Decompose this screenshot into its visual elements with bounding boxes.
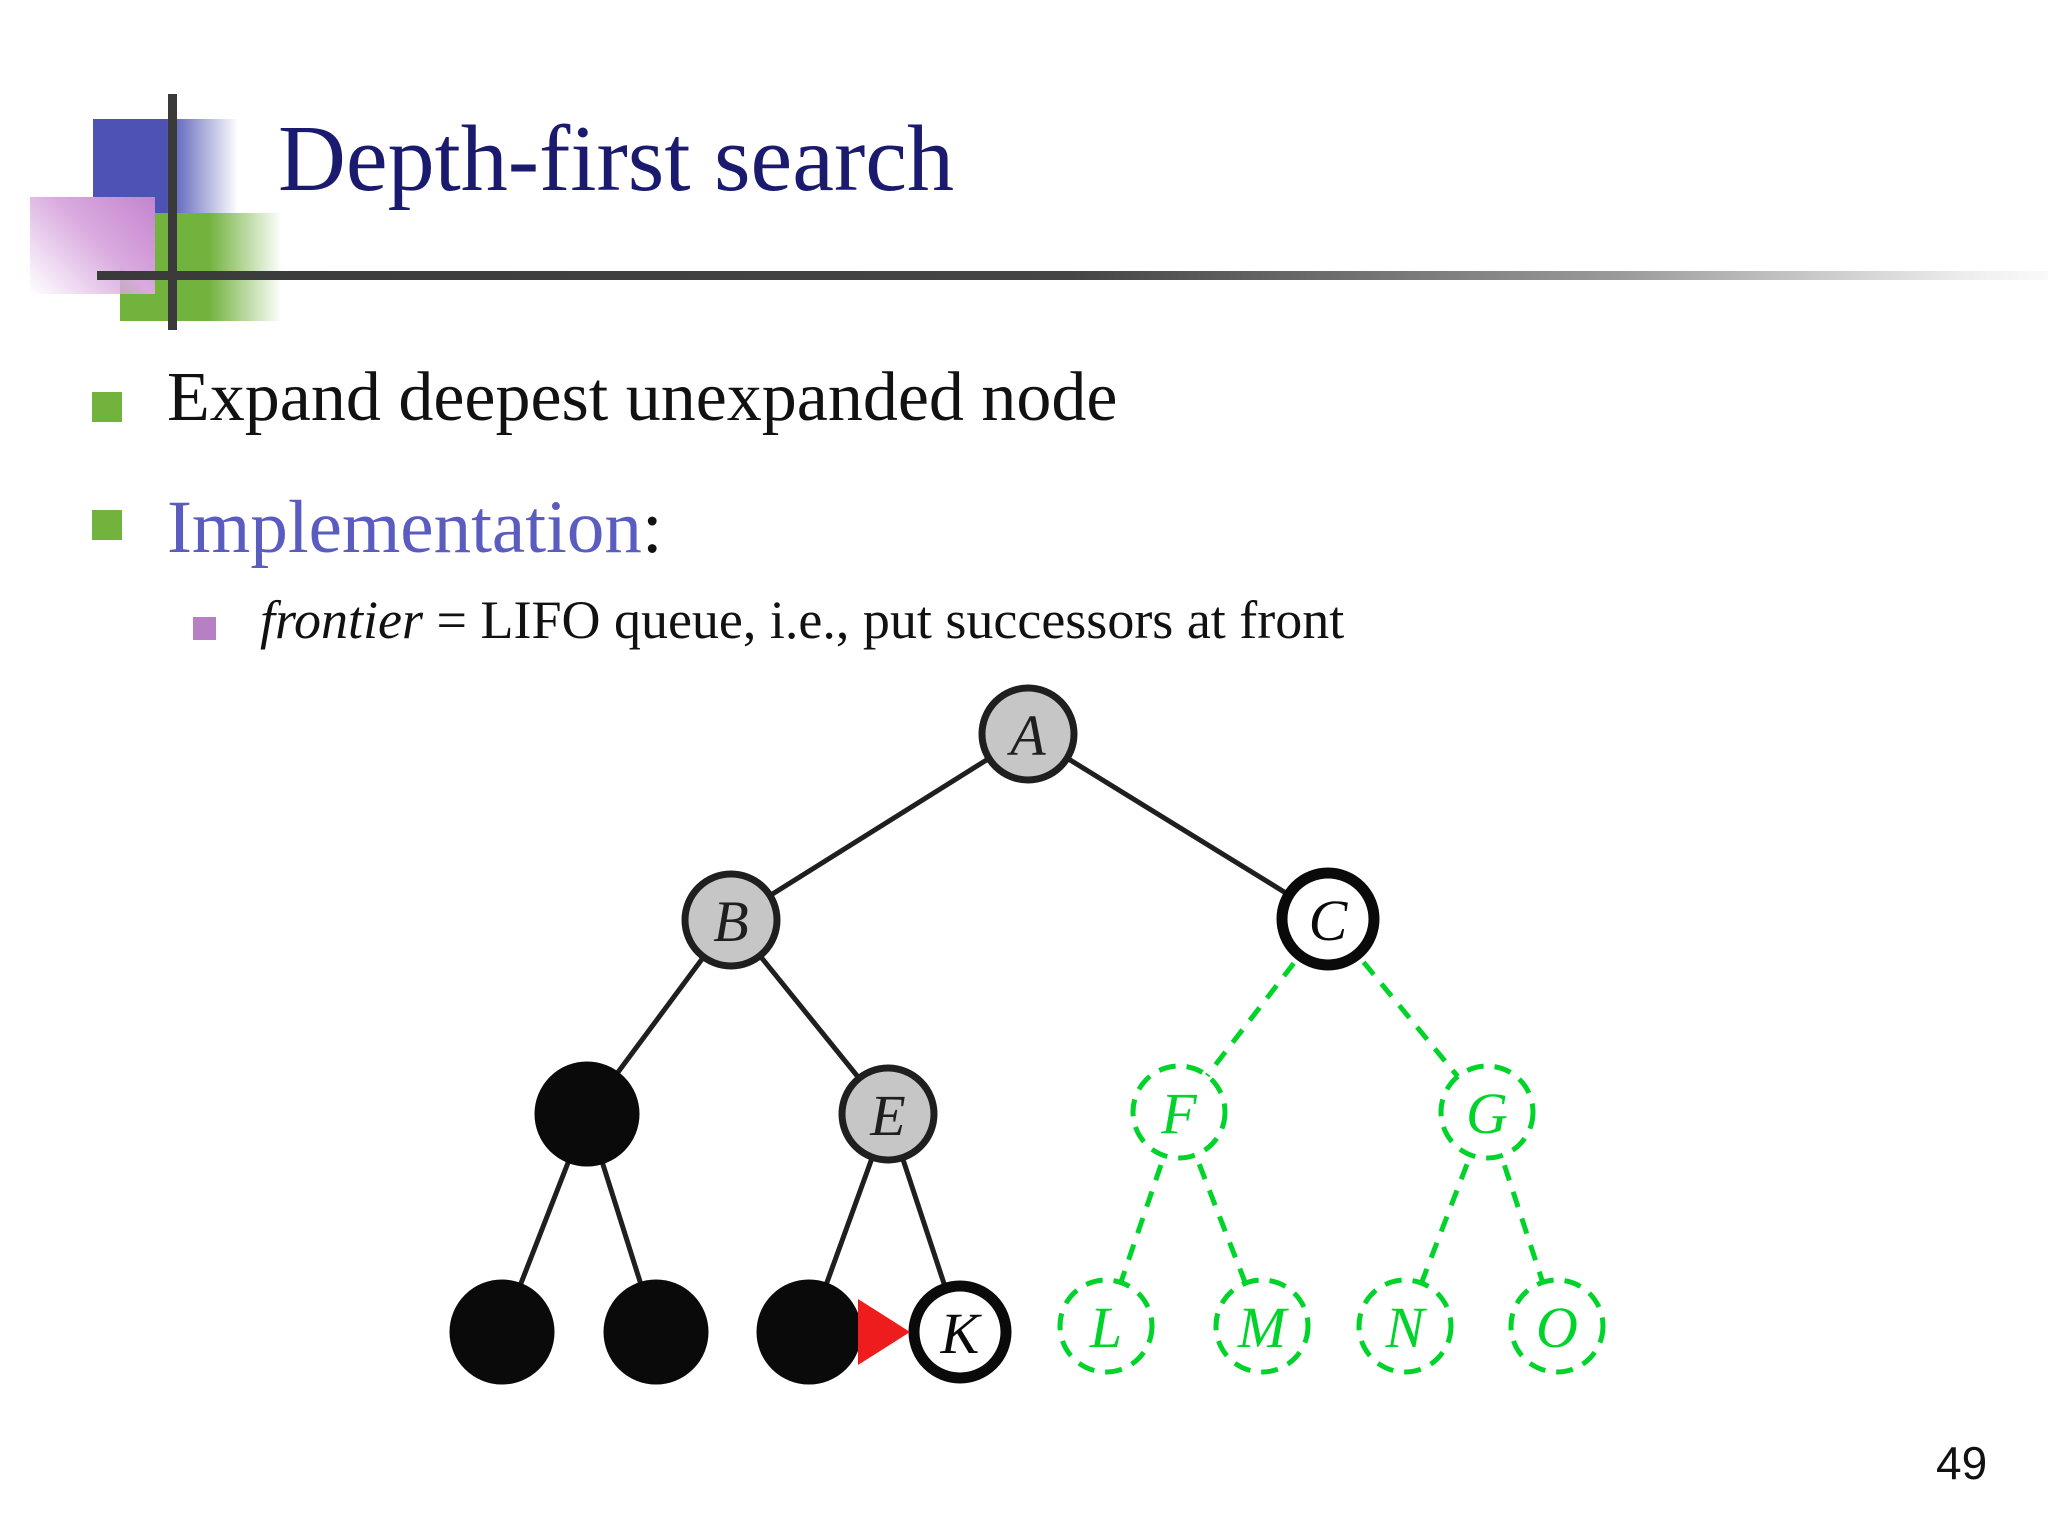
- tree-node-A: A: [978, 684, 1078, 784]
- tree-node-label: C: [1309, 888, 1349, 953]
- page-number: 49: [1936, 1437, 1988, 1489]
- frontier-rest: = LIFO queue, i.e., put successors at fr…: [423, 590, 1345, 650]
- tree-edge-A-C: [1026, 731, 1330, 922]
- tree-node-label: L: [1089, 1295, 1122, 1360]
- tree-node-M: M: [1213, 1277, 1311, 1375]
- bullet-item-frontier: frontier = LIFO queue, i.e., put success…: [260, 593, 1344, 647]
- tree-node-O: O: [1508, 1277, 1606, 1375]
- tree-node-label: K: [940, 1301, 983, 1366]
- title-rule-line: [97, 271, 2048, 280]
- bullet-square-icon: [92, 510, 122, 540]
- tree-node-label: E: [869, 1083, 905, 1148]
- implementation-colon: :: [641, 486, 663, 569]
- tree-node-label: O: [1536, 1295, 1578, 1360]
- tree-node-label: F: [1160, 1081, 1197, 1146]
- tree-node-C: C: [1276, 867, 1380, 971]
- tree-node-I: [603, 1279, 709, 1385]
- sub-bullet-square-icon: [193, 617, 216, 640]
- tree-node-G: G: [1438, 1063, 1536, 1161]
- bullet-square-icon: [92, 392, 122, 422]
- tree-edge-A-B: [729, 731, 1030, 923]
- tree-node-label: M: [1237, 1295, 1289, 1360]
- frontier-term: frontier: [260, 590, 424, 650]
- tree-node-E: E: [838, 1064, 938, 1164]
- tree-node-H: [449, 1279, 555, 1385]
- tree-node-L: L: [1057, 1277, 1155, 1375]
- tree-node-D: [534, 1061, 640, 1167]
- tree-node-label: N: [1385, 1295, 1428, 1360]
- tree-node-J: [756, 1279, 862, 1385]
- decor-vertical-line: [168, 94, 177, 330]
- implementation-word: Implementation: [167, 486, 642, 569]
- tree-node-F: F: [1130, 1063, 1228, 1161]
- tree-node-N: N: [1356, 1277, 1454, 1375]
- tree-node-label: G: [1466, 1081, 1508, 1146]
- page-title: Depth-first search: [278, 107, 954, 211]
- current-node-arrow-icon: [858, 1299, 910, 1365]
- tree-node-K: K: [908, 1280, 1012, 1384]
- tree-node-B: B: [681, 870, 781, 970]
- bullet-item-implementation: Implementation:: [167, 490, 663, 565]
- tree-node-label: B: [713, 889, 748, 954]
- bullet-item-expand: Expand deepest unexpanded node: [167, 359, 1118, 436]
- tree-node-label: A: [1006, 703, 1046, 768]
